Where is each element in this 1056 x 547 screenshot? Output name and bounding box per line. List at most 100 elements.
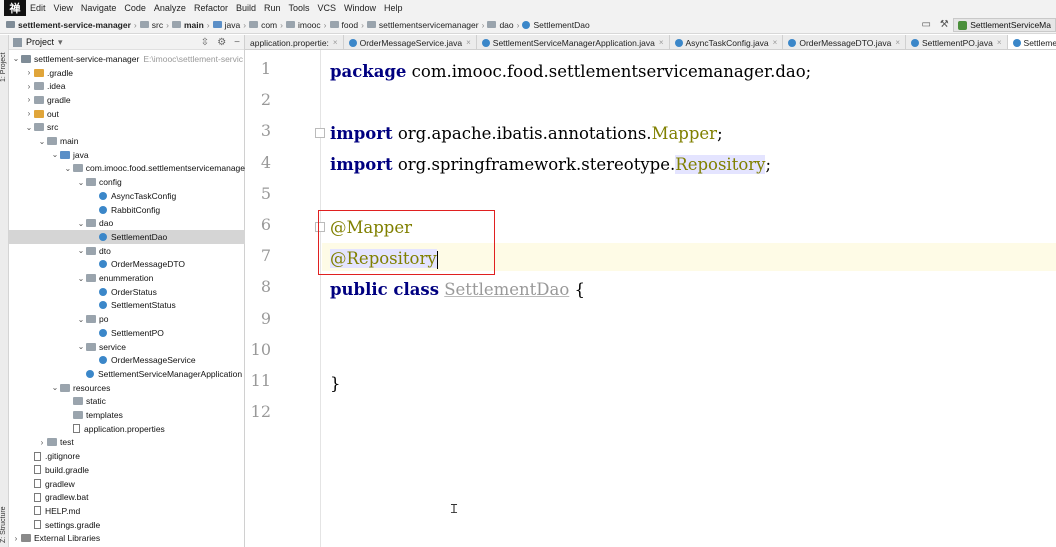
chevron-down-icon[interactable]: ⌄ [77,177,85,187]
menu-code[interactable]: Code [124,3,146,13]
tree-item[interactable]: ⌄java [9,148,245,162]
tree-item[interactable]: OrderStatus [9,285,245,299]
tree-item[interactable]: ⌄dao [9,216,245,230]
tree-item[interactable]: ›gradle [9,93,245,107]
breadcrumb-com[interactable]: ›com [243,19,278,30]
tree-item[interactable]: build.gradle [9,463,245,477]
tree-item[interactable]: OrderMessageService [9,353,245,367]
tree-item[interactable]: ›External Libraries [9,532,245,546]
close-icon[interactable]: × [332,38,338,47]
chevron-down-icon[interactable]: ⌄ [77,246,85,256]
tree-item[interactable]: ⌄enummeration [9,271,245,285]
chevron-down-icon[interactable]: ⌄ [25,122,33,132]
project-view-selector[interactable]: Project [26,37,55,47]
layout-icon[interactable]: ▭ [921,19,931,30]
breadcrumb-imooc[interactable]: ›imooc [280,19,321,30]
tree-item[interactable]: ⌄dto [9,244,245,258]
chevron-right-icon[interactable]: › [27,81,31,91]
code-line-1[interactable]: package com.imooc.food.settlementservice… [330,62,812,81]
close-icon[interactable]: × [466,38,471,47]
code-line-7[interactable]: @Repository [330,249,438,269]
tree-item[interactable]: ⌄service [9,340,245,354]
hammer-icon[interactable]: ⚒ [939,19,949,30]
tree-item[interactable]: HELP.md [9,504,245,518]
chevron-down-icon[interactable]: ⌄ [38,136,46,146]
tree-item[interactable]: ⌄resources [9,381,245,395]
close-icon[interactable]: × [996,38,1002,47]
chevron-down-icon[interactable]: ⌄ [64,163,72,173]
close-icon[interactable]: × [772,38,778,47]
menu-run[interactable]: Run [263,3,281,13]
code-line-11[interactable]: } [330,374,341,393]
collapse-all-icon[interactable]: ⇳ [200,36,210,48]
code-line-4[interactable]: import org.springframework.stereotype.Re… [330,155,772,174]
tree-item[interactable]: ⌄config [9,175,245,189]
breadcrumb-src[interactable]: ›src [133,19,164,30]
tree-item[interactable]: gradlew [9,477,245,491]
tree-item[interactable]: RabbitConfig [9,203,245,217]
breadcrumb-settlementservicemanager[interactable]: ›settlementservicemanager [361,19,479,30]
tree-item[interactable]: application.properties [9,422,245,436]
breadcrumb-main[interactable]: ›main [166,19,204,30]
breadcrumb-java[interactable]: ›java [206,19,241,30]
menu-build[interactable]: Build [235,3,256,13]
menu-window[interactable]: Window [344,3,377,13]
gear-icon[interactable]: ⚙ [217,36,227,48]
chevron-right-icon[interactable]: › [27,68,31,78]
editor-tab[interactable]: Settleme [1007,35,1056,49]
code-editor[interactable]: package com.imooc.food.settlementservice… [322,50,1056,547]
menu-edit[interactable]: Edit [30,3,46,13]
close-icon[interactable]: × [895,38,900,47]
menu-view[interactable]: View [53,3,73,13]
tree-item[interactable]: ›out [9,107,245,121]
code-line-6[interactable]: @Mapper [330,218,413,237]
tree-item[interactable]: OrderMessageDTO [9,258,245,272]
editor-tab[interactable]: OrderMessageDTO.java× [783,35,906,49]
tree-item[interactable]: static [9,395,245,409]
tree-item[interactable]: ⌄src [9,121,245,135]
tree-item[interactable]: .gitignore [9,449,245,463]
chevron-down-icon[interactable]: ⌄ [51,150,59,160]
editor-tab[interactable]: SettlementServiceManagerApplication.java… [477,35,670,49]
chevron-down-icon[interactable]: ▾ [58,36,63,47]
tree-item[interactable]: AsyncTaskConfig [9,189,245,203]
menu-tools[interactable]: Tools [288,3,310,13]
project-tool-tab[interactable]: 1: Project [0,52,7,82]
close-icon[interactable]: × [658,38,664,47]
fold-marker-icon[interactable] [315,128,325,138]
chevron-down-icon[interactable]: ⌄ [12,54,20,64]
chevron-down-icon[interactable]: ⌄ [77,273,85,283]
hide-icon[interactable]: − [234,36,240,48]
menu-refactor[interactable]: Refactor [193,3,228,13]
chevron-right-icon[interactable]: › [27,95,31,105]
editor-tab[interactable]: OrderMessageService.java× [344,35,477,49]
breadcrumb-food[interactable]: ›food [323,19,359,30]
tree-item[interactable]: SettlementPO [9,326,245,340]
chevron-right-icon[interactable]: › [27,109,31,119]
tree-item[interactable]: templates [9,408,245,422]
menu-help[interactable]: Help [384,3,403,13]
tree-item[interactable]: ⌄main [9,134,245,148]
menu-vcs[interactable]: VCS [317,3,337,13]
chevron-down-icon[interactable]: ⌄ [77,218,85,228]
tree-item[interactable]: ›.gradle [9,66,245,80]
editor-tab[interactable]: application.propertie:× [245,35,344,49]
chevron-right-icon[interactable]: › [14,533,18,543]
code-line-3[interactable]: import org.apache.ibatis.annotations.Map… [330,124,723,143]
tree-item[interactable]: SettlementServiceManagerApplication [9,367,245,381]
tree-item[interactable]: settings.gradle [9,518,245,532]
editor-tab[interactable]: AsyncTaskConfig.java× [670,35,784,49]
menu-analyze[interactable]: Analyze [153,3,186,13]
menu-navigate[interactable]: Navigate [80,3,117,13]
tree-item[interactable]: SettlementStatus [9,299,245,313]
chevron-down-icon[interactable]: ⌄ [51,383,59,393]
tree-item[interactable]: ⌄po [9,312,245,326]
chevron-right-icon[interactable]: › [40,437,44,447]
chevron-down-icon[interactable]: ⌄ [77,314,85,324]
breadcrumb-dao[interactable]: ›dao [481,19,514,30]
tree-item[interactable]: ›test [9,436,245,450]
editor-tab[interactable]: SettlementPO.java× [906,35,1008,49]
chevron-down-icon[interactable]: ⌄ [77,342,85,352]
breadcrumb-settlementdao[interactable]: ›SettlementDao [516,19,590,30]
